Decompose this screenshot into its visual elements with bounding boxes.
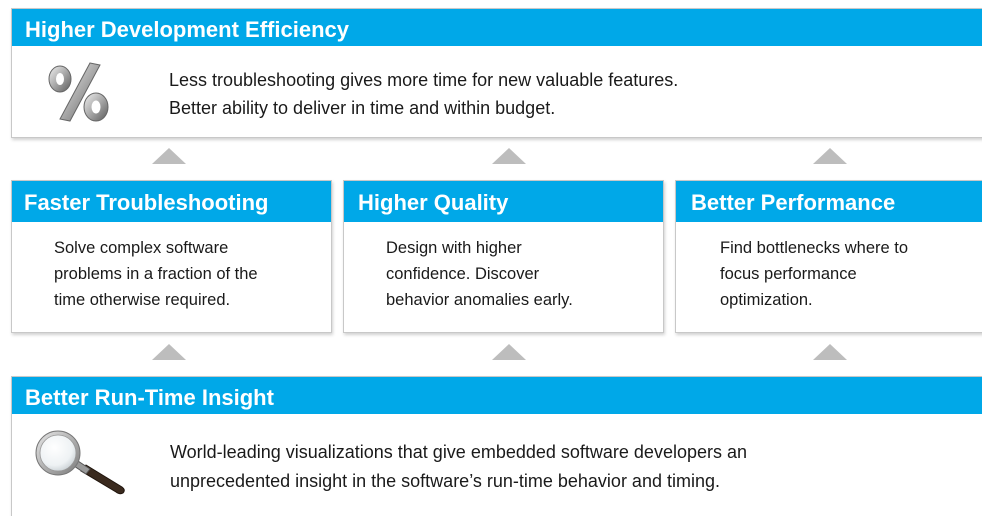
higher-quality-line-1: Design with higher — [386, 239, 522, 257]
bottom-box-line-1: World-leading visualizations that give e… — [170, 442, 748, 462]
better-performance-line-1: Find bottlenecks where to — [720, 239, 909, 257]
higher-quality-line-2: confidence. Discover — [386, 265, 540, 283]
top-box-title: Higher Development Efficiency — [25, 17, 349, 42]
bottom-box-header: Better Run-Time Insight — [12, 377, 982, 414]
better-performance-line-3: optimization. — [720, 291, 813, 309]
higher-quality-title: Higher Quality — [358, 190, 509, 215]
better-performance-box: Better Performance Find bottlenecks wher… — [675, 180, 982, 333]
higher-quality-line-3: behavior anomalies early. — [386, 291, 573, 309]
top-box-line-2: Better ability to deliver in time and wi… — [169, 98, 556, 118]
arrow-up-5 — [492, 344, 526, 360]
arrow-up-2 — [492, 148, 526, 164]
arrow-up-3 — [813, 148, 847, 164]
faster-troubleshooting-line-2: problems in a fraction of the — [54, 265, 258, 283]
faster-troubleshooting-line-3: time otherwise required. — [54, 291, 231, 309]
better-performance-header: Better Performance — [676, 181, 982, 222]
top-box: Higher Development Efficiency Less troub… — [11, 8, 982, 138]
higher-quality-box: Higher Quality Design with higher confid… — [343, 180, 664, 333]
better-performance-line-2: focus performance — [720, 265, 857, 283]
faster-troubleshooting-title: Faster Troubleshooting — [24, 190, 269, 215]
bottom-box-title: Better Run-Time Insight — [25, 385, 274, 410]
top-box-line-1: Less troubleshooting gives more time for… — [169, 70, 679, 90]
higher-quality-header: Higher Quality — [344, 181, 663, 222]
bottom-box-line-2: unprecedented insight in the software’s … — [170, 471, 720, 491]
magnifier-icon — [32, 429, 132, 500]
better-performance-title: Better Performance — [691, 190, 896, 215]
percent-icon — [40, 57, 120, 132]
arrow-up-6 — [813, 344, 847, 360]
arrow-up-4 — [152, 344, 186, 360]
faster-troubleshooting-header: Faster Troubleshooting — [12, 181, 331, 222]
bottom-box: Better Run-Time Insight World-leading vi… — [11, 376, 982, 516]
top-box-header: Higher Development Efficiency — [12, 9, 982, 46]
faster-troubleshooting-line-1: Solve complex software — [54, 239, 229, 257]
arrow-up-1 — [152, 148, 186, 164]
faster-troubleshooting-box: Faster Troubleshooting Solve complex sof… — [11, 180, 332, 333]
